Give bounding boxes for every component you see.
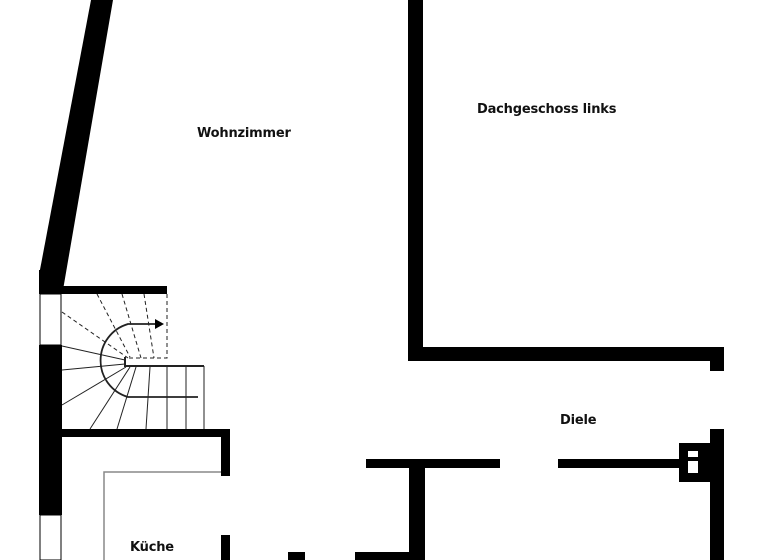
window-left-upper <box>39 293 62 346</box>
wall-dachgeschoss-left <box>408 0 423 361</box>
wall-bottom-segment <box>355 552 425 560</box>
staircase <box>61 293 205 430</box>
wall-dachgeschoss-right-stub <box>710 347 724 371</box>
room-label-kueche: Küche <box>130 540 174 555</box>
wall-right-outer <box>710 429 724 560</box>
wall-left-middle <box>39 345 62 515</box>
room-label-diele: Diele <box>560 413 597 428</box>
chimney-flue-2 <box>688 461 698 473</box>
wall-dachgeschoss-bottom <box>408 347 724 361</box>
wall-diele-left <box>366 459 500 468</box>
wall-slanted-left <box>39 0 113 290</box>
wall-kitchen-top <box>60 429 230 437</box>
wall-diele-vertical <box>409 459 425 560</box>
chimney-flue-1 <box>688 451 698 457</box>
wall-stair-top <box>60 286 167 294</box>
wall-kitchen-right-lower <box>221 535 230 560</box>
kitchen-counter <box>103 471 221 560</box>
wall-left-upper <box>39 270 62 294</box>
room-label-wohnzimmer: Wohnzimmer <box>197 126 291 141</box>
wall-bottom-stub <box>288 552 305 560</box>
room-label-dachgeschoss-links: Dachgeschoss links <box>477 102 617 117</box>
wall-diele-right <box>558 459 680 468</box>
window-left-lower <box>39 514 62 560</box>
wall-kitchen-right-upper <box>221 429 230 476</box>
